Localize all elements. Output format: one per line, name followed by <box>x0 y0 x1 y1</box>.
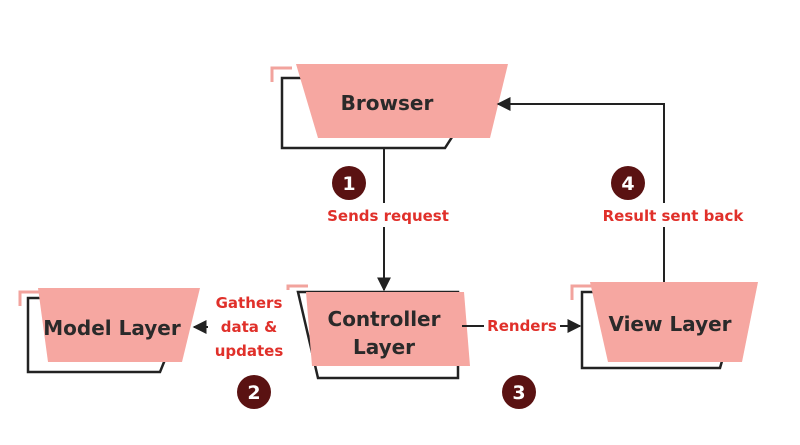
gathers-label-line3: updates <box>215 342 284 360</box>
controller-layer-node: Controller Layer <box>286 284 470 380</box>
controller-fill <box>306 292 470 366</box>
step-badge-1: 1 <box>332 166 366 200</box>
sends-request-label: Sends request <box>327 207 449 225</box>
step-badge-2: 2 <box>237 375 271 409</box>
model-accent-corner <box>18 290 40 306</box>
step-number-2: 2 <box>247 382 260 404</box>
controller-label-line1: Controller <box>328 307 441 331</box>
browser-label: Browser <box>341 91 434 115</box>
result-label-bg <box>596 203 750 227</box>
browser-accent-corner <box>270 66 292 82</box>
view-layer-node: View Layer <box>570 282 758 370</box>
step-number-4: 4 <box>621 173 634 195</box>
sends-request-label-bg <box>320 203 454 227</box>
step-badge-4: 4 <box>611 166 645 200</box>
view-layer-label: View Layer <box>608 312 731 336</box>
gathers-label-line1: Gathers <box>216 294 283 312</box>
gathers-label-line2: data & <box>221 318 277 336</box>
model-fill <box>38 288 200 362</box>
controller-label-line2: Layer <box>353 335 415 359</box>
view-accent-corner <box>570 284 592 300</box>
step-number-1: 1 <box>342 173 355 195</box>
renders-label: Renders <box>487 317 557 335</box>
result-label: Result sent back <box>603 207 745 225</box>
renders-label-bg <box>484 314 560 338</box>
step-number-3: 3 <box>512 382 525 404</box>
model-layer-node: Model Layer <box>18 288 200 374</box>
browser-fill <box>296 64 508 138</box>
browser-node: Browser <box>270 64 508 150</box>
model-layer-label: Model Layer <box>43 316 181 340</box>
view-fill <box>590 282 758 362</box>
step-badge-3: 3 <box>502 375 536 409</box>
gathers-label-bg <box>208 290 290 364</box>
